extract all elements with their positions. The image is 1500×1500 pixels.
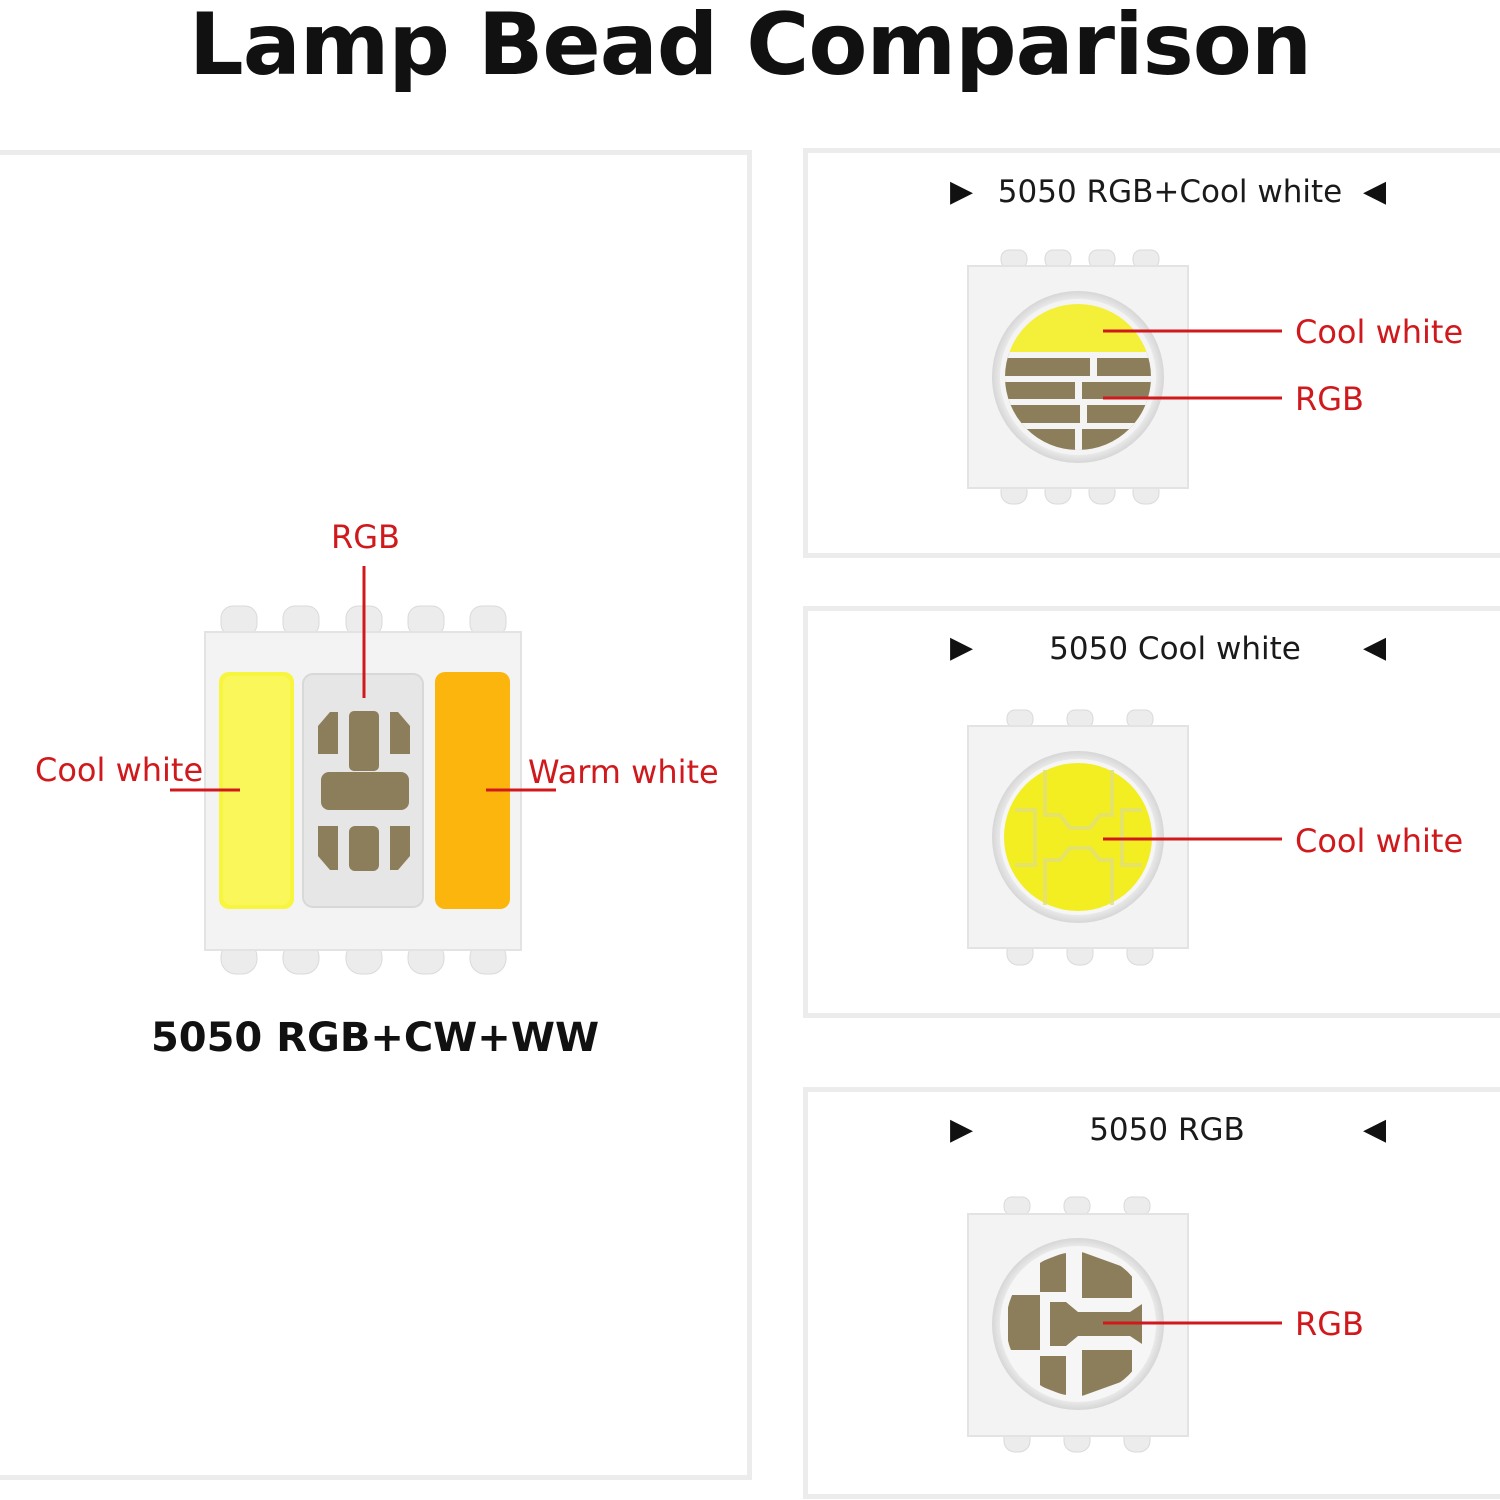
main-chip-caption: 5050 RGB+CW+WW [150, 1015, 600, 1061]
chip-cool-white [967, 709, 1282, 966]
main-cool-white-label: Cool white [35, 751, 204, 789]
panel2-right-triangle-icon: ▶ [950, 630, 974, 665]
panel2-left-triangle-icon: ◀ [1363, 630, 1387, 665]
panel3-rgb-label: RGB [1295, 1305, 1364, 1343]
panel1-right-triangle-icon: ▶ [950, 174, 974, 209]
main-rgb-label: RGB [331, 518, 400, 556]
panel2-cool-white-label: Cool white [1295, 822, 1464, 860]
panel2-title: 5050 Cool white [1049, 631, 1301, 667]
panel1-title: 5050 RGB+Cool white [997, 174, 1343, 210]
chip-rgb-cool-white [967, 249, 1282, 505]
panel3-title: 5050 RGB [1089, 1112, 1245, 1148]
panel1-cool-white-label: Cool white [1295, 313, 1464, 351]
panel3-left-triangle-icon: ◀ [1363, 1112, 1387, 1147]
panel1-left-triangle-icon: ◀ [1363, 174, 1387, 209]
main-chip [170, 566, 556, 975]
chip-rgb [967, 1196, 1282, 1453]
main-warm-white-label: Warm white [528, 753, 719, 791]
page-title: Lamp Bead Comparison [188, 0, 1312, 95]
panel1-rgb-label: RGB [1295, 380, 1364, 418]
panel3-right-triangle-icon: ▶ [950, 1112, 974, 1147]
